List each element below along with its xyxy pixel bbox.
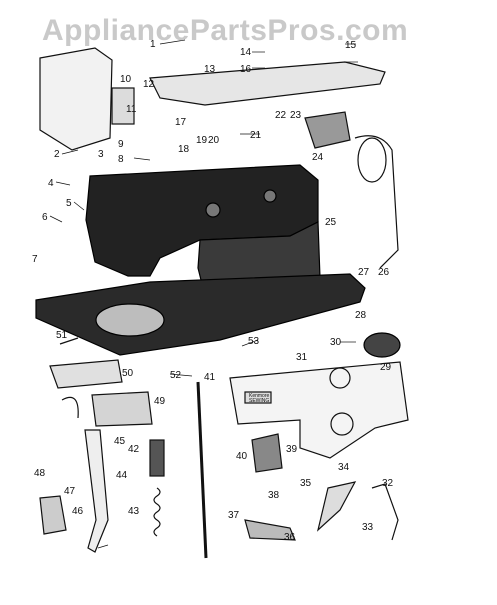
callout-50: 50	[122, 368, 134, 379]
plate-model-text: SEWING	[249, 398, 269, 404]
face-plate-dial-bottom	[330, 412, 354, 436]
callout-47: 47	[64, 486, 76, 497]
bobbin-winder	[39, 495, 67, 535]
callout-2: 2	[54, 149, 60, 160]
presser-bar	[84, 429, 109, 553]
callout-49: 49	[154, 396, 166, 407]
callout-40: 40	[236, 451, 248, 462]
machine-bed	[35, 273, 366, 356]
knee-lever	[371, 483, 399, 541]
hinge-plate	[111, 87, 135, 125]
callout-39: 39	[286, 444, 298, 455]
part-callouts: 1 2 3 4 5 6 7 8 9 10 11 12 13 14 15 16 1…	[32, 39, 394, 543]
callout-22: 22	[275, 110, 287, 121]
callout-11: 11	[126, 104, 137, 115]
callout-4: 4	[48, 178, 54, 189]
machine-arm	[85, 164, 319, 277]
callout-21: 21	[250, 130, 262, 141]
watermark-text: AppliancePartsPros.com	[42, 14, 409, 47]
callout-9: 9	[118, 139, 124, 150]
callout-44: 44	[116, 470, 128, 481]
callout-28: 28	[355, 310, 367, 321]
face-plate-dial-top	[329, 367, 351, 389]
needle-bar	[196, 381, 208, 559]
callout-30: 30	[330, 337, 342, 348]
callout-37: 37	[228, 510, 240, 521]
callout-48: 48	[34, 468, 46, 479]
face-plate	[229, 361, 409, 459]
presser-foot	[244, 519, 296, 541]
slide-plate	[91, 391, 153, 427]
arm-shaft-hole	[205, 202, 221, 218]
callout-38: 38	[268, 490, 280, 501]
plate-brand-text: Kenmore	[249, 393, 270, 399]
callout-46: 46	[72, 506, 84, 517]
hook-cord	[61, 396, 79, 419]
drive-belt	[354, 135, 399, 269]
callout-43: 43	[128, 506, 140, 517]
shuttle-assembly	[251, 433, 283, 473]
callout-13: 13	[204, 64, 216, 75]
callout-20: 20	[208, 135, 220, 146]
callout-33: 33	[362, 522, 374, 533]
name-plate	[244, 391, 272, 404]
callout-45: 45	[114, 436, 126, 447]
face-cover	[39, 47, 113, 151]
arm-shaft-hole-2	[263, 189, 277, 203]
callout-36: 36	[284, 532, 296, 543]
callout-31: 31	[296, 352, 308, 363]
bobbin-cavity	[95, 303, 165, 337]
callout-3: 3	[98, 149, 104, 160]
callout-26: 26	[378, 267, 390, 278]
callout-23: 23	[290, 110, 302, 121]
callout-51: 51	[56, 330, 68, 341]
callout-29: 29	[380, 362, 392, 373]
callout-17: 17	[175, 117, 187, 128]
callout-52: 52	[170, 370, 182, 381]
tension-assembly	[149, 439, 165, 477]
callout-34: 34	[338, 462, 350, 473]
callout-1: 1	[150, 39, 156, 50]
presser-spring	[153, 487, 161, 537]
callout-19: 19	[196, 135, 208, 146]
callout-10: 10	[120, 74, 132, 85]
upper-mechanism	[304, 111, 351, 149]
callout-18: 18	[178, 144, 190, 155]
callout-12: 12	[143, 79, 155, 90]
needle-clamp	[59, 337, 79, 345]
callout-27: 27	[358, 267, 370, 278]
callout-32: 32	[382, 478, 394, 489]
bed-plate	[49, 359, 123, 389]
callout-8: 8	[118, 154, 124, 165]
motor-assembly	[363, 332, 401, 358]
callout-6: 6	[42, 212, 48, 223]
thread-guide	[316, 481, 357, 532]
callout-14: 14	[240, 47, 252, 58]
callout-41: 41	[204, 372, 216, 383]
top-cover-plate	[149, 61, 386, 106]
callout-16: 16	[240, 64, 252, 75]
callout-7: 7	[32, 254, 38, 265]
callout-5: 5	[66, 198, 72, 209]
belt-loop	[357, 137, 387, 183]
callout-24: 24	[312, 152, 324, 163]
callout-42: 42	[128, 444, 140, 455]
callout-35: 35	[300, 478, 312, 489]
callout-15: 15	[345, 40, 357, 51]
callout-25: 25	[325, 217, 337, 228]
leader-lines	[49, 39, 358, 549]
